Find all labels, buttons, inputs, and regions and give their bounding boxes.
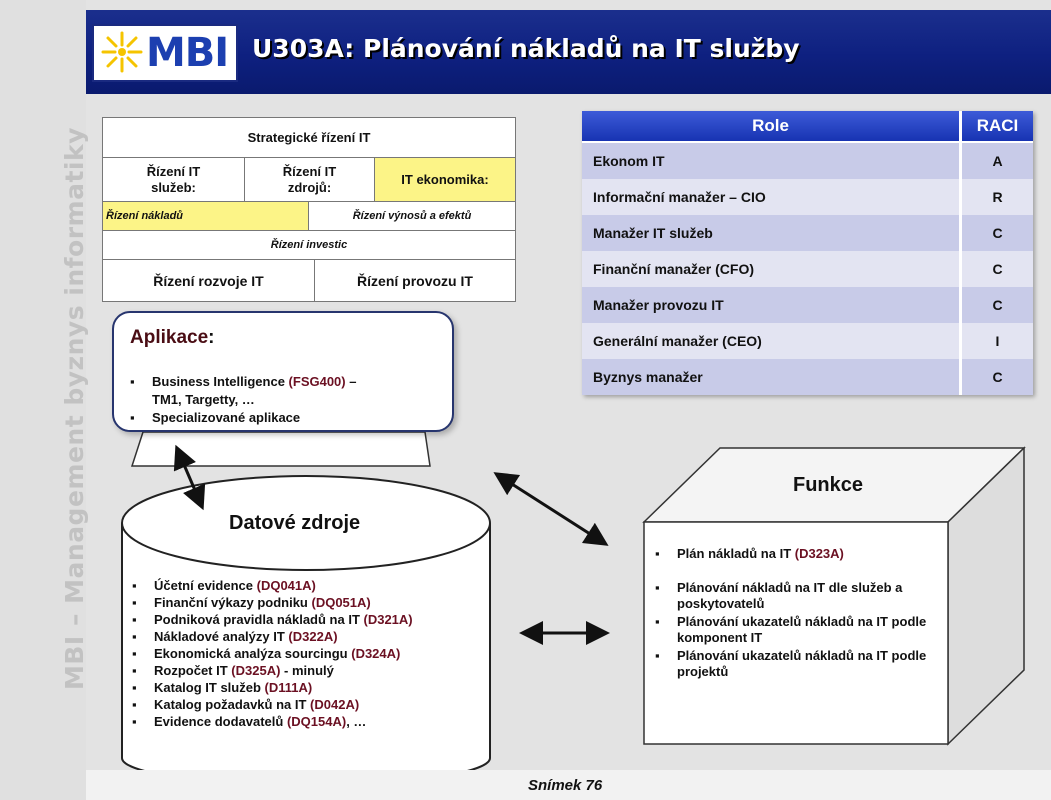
applications-list: Business Intelligence (FSG400) – TM1, Ta… — [130, 374, 440, 428]
slide-title: U303A: Plánování nákladů na IT služby — [252, 34, 800, 63]
list-item: Katalog IT služeb (D111A) — [132, 680, 492, 696]
raci-row: Ekonom IT A — [582, 143, 1033, 179]
list-item-continuation: TM1, Targetty, … — [152, 392, 255, 407]
sun-icon — [101, 31, 143, 73]
org-operations: Řízení provozu IT — [357, 272, 473, 289]
org-revenues: Řízení výnosů a efektů — [309, 202, 515, 231]
org-services: Řízení IT služeb: — [103, 158, 245, 202]
list-item: Ekonomická analýza sourcingu (D324A) — [132, 646, 492, 662]
list-item: Katalog požadavků na IT (D042A) — [132, 697, 492, 713]
list-item: Finanční výkazy podniku (DQ051A) — [132, 595, 492, 611]
raci-value: C — [962, 251, 1033, 287]
raci-role: Generální manažer (CEO) — [582, 323, 959, 359]
logo-text: MBI — [146, 30, 229, 76]
raci-value: I — [962, 323, 1033, 359]
functions-list: Plán nákladů na IT (D323A) Plánování nák… — [655, 546, 950, 682]
raci-role: Ekonom IT — [582, 143, 959, 179]
arrow-app-functions — [493, 472, 609, 546]
list-item: Plán nákladů na IT (D323A) — [655, 546, 950, 562]
applications-title: Aplikace: — [130, 327, 215, 348]
org-costs: Řízení nákladů — [103, 202, 309, 231]
slide-header — [86, 10, 1051, 94]
raci-row: Generální manažer (CEO) I — [582, 323, 1033, 359]
org-development: Řízení rozvoje IT — [103, 260, 315, 301]
left-sidebar: MBI – Management byznys informatiky — [0, 0, 89, 800]
raci-role: Manažer IT služeb — [582, 215, 959, 251]
raci-row: Manažer provozu IT C — [582, 287, 1033, 323]
slide-number: Snímek 76 — [528, 777, 603, 794]
raci-value: R — [962, 179, 1033, 215]
monitor-stand — [130, 431, 431, 467]
org-strategic: Strategické řízení IT — [103, 118, 515, 158]
raci-table: Role RACI Ekonom IT A Informační manažer… — [582, 111, 1033, 395]
raci-value: C — [962, 359, 1033, 395]
raci-role: Informační manažer – CIO — [582, 179, 959, 215]
raci-value: C — [962, 287, 1033, 323]
list-item: Plánování nákladů na IT dle služeb a pos… — [655, 580, 950, 612]
raci-header-raci: RACI — [962, 111, 1033, 141]
org-investments: Řízení investic — [103, 231, 515, 260]
data-sources-list: Účetní evidence (DQ041A) Finanční výkazy… — [132, 578, 492, 731]
list-item: Nákladové analýzy IT (D322A) — [132, 629, 492, 645]
list-item: Rozpočet IT (D325A) - minulý — [132, 663, 492, 679]
raci-value: C — [962, 215, 1033, 251]
raci-header-role: Role — [582, 111, 959, 141]
raci-row: Manažer IT služeb C — [582, 215, 1033, 251]
raci-row: Finanční manažer (CFO) C — [582, 251, 1033, 287]
org-structure-table: Strategické řízení IT Řízení IT služeb: … — [102, 117, 516, 302]
list-item: Evidence dodavatelů (DQ154A), … — [132, 714, 492, 730]
list-item: Business Intelligence (FSG400) – — [130, 374, 440, 390]
arrow-app-db — [173, 444, 206, 511]
raci-row: Informační manažer – CIO R — [582, 179, 1033, 215]
raci-role: Byznys manažer — [582, 359, 959, 395]
list-item: Podniková pravidla nákladů na IT (D321A) — [132, 612, 492, 628]
list-item: Specializované aplikace — [130, 410, 440, 426]
raci-value: A — [962, 143, 1033, 179]
raci-row: Byznys manažer C — [582, 359, 1033, 395]
raci-role: Manažer provozu IT — [582, 287, 959, 323]
applications-box: Aplikace: Business Intelligence (FSG400)… — [112, 311, 454, 432]
mbi-logo: MBI — [92, 24, 238, 82]
functions-title: Funkce — [793, 474, 864, 496]
list-item: Účetní evidence (DQ041A) — [132, 578, 492, 594]
list-item: Plánování ukazatelů nákladů na IT podle … — [655, 648, 950, 680]
list-item: Plánování ukazatelů nákladů na IT podle … — [655, 614, 950, 646]
org-economics: IT ekonomika: — [375, 158, 515, 202]
footer-bar — [86, 770, 1051, 800]
raci-role: Finanční manažer (CFO) — [582, 251, 959, 287]
org-resources: Řízení IT zdrojů: — [245, 158, 375, 202]
data-sources-title: Datové zdroje — [229, 512, 361, 534]
